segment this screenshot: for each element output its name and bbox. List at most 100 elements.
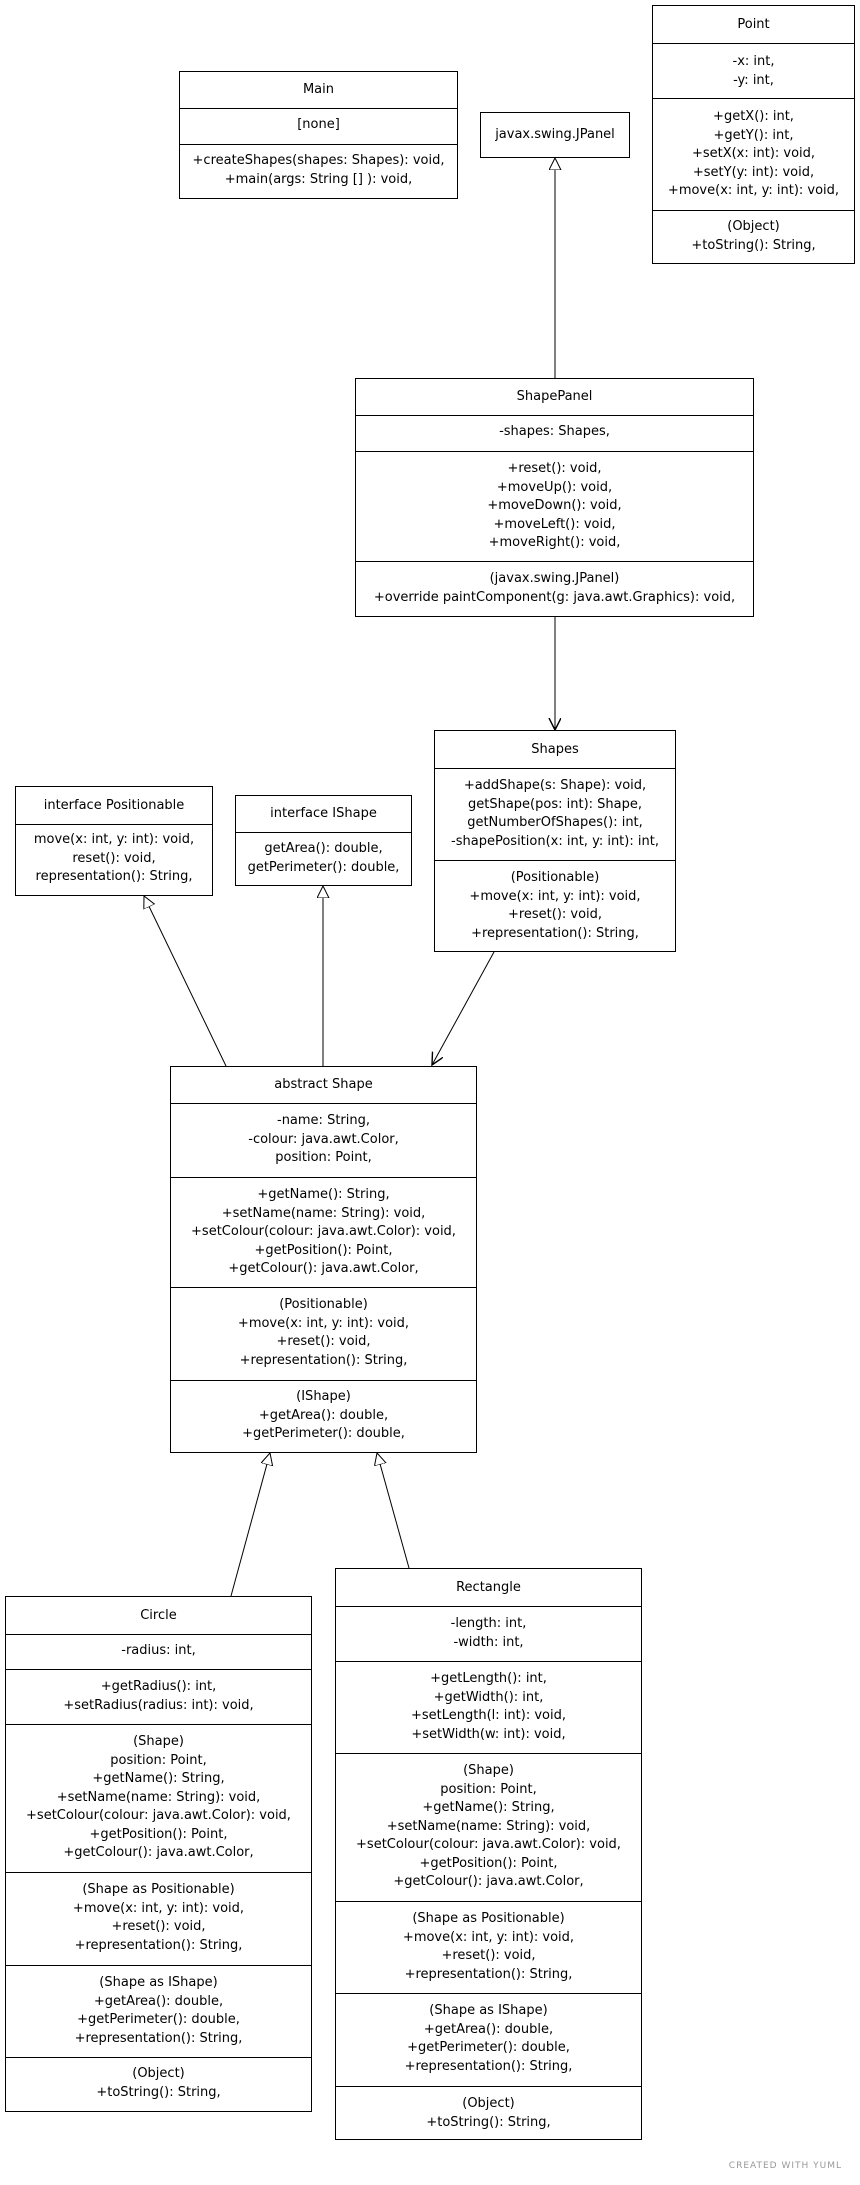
- member-line: -length: int,: [450, 1616, 527, 1631]
- member-line: (javax.swing.JPanel): [489, 571, 620, 586]
- member-line: position: Point,: [440, 1781, 537, 1797]
- yuml-credit: CREATED WITH YUML: [728, 2161, 842, 2171]
- member-line: [none]: [297, 117, 340, 132]
- class-name: Rectangle: [456, 1580, 521, 1595]
- as-ishape-section: (Shape as IShape) +getArea(): double, +get…: [336, 1993, 641, 2086]
- member-line: representation(): String,: [35, 869, 193, 884]
- member-line: +createShapes(shapes: Shapes): void,: [192, 153, 445, 168]
- member-line: +move(x: int, y: int): void,: [402, 1929, 575, 1945]
- member-line: +representation(): String,: [74, 2030, 243, 2046]
- member-line: (Positionable): [510, 870, 600, 885]
- member-line: +setName(name: String): void,: [386, 1818, 591, 1834]
- member-line: +getRadius(): int,: [100, 1679, 217, 1694]
- as-ishape-section: (Shape as IShape)+getArea(): double,+get…: [6, 1965, 311, 2057]
- member-line: +setY(y: int): void,: [692, 164, 815, 180]
- shape-section: (Shape)position: Point,+getName(): Strin…: [6, 1724, 311, 1872]
- member-line: -x: int,: [732, 54, 775, 69]
- class-point: Point -x: int,-y: int, +getX(): int,+get…: [652, 5, 855, 264]
- member-line: (Object): [727, 219, 780, 234]
- class-name: abstract Shape: [274, 1077, 373, 1092]
- member-line: (Shape as Positionable): [82, 1882, 235, 1897]
- member-line: +move(x: int, y: int): void,: [469, 888, 641, 904]
- inheritance-circle-shape: [230, 1453, 270, 1597]
- class-name: interface IShape: [270, 806, 377, 821]
- member-line: -name: String,: [277, 1113, 370, 1128]
- class-shape-panel: ShapePanel -shapes: Shapes, +reset(): vo…: [355, 378, 754, 617]
- object-section: (Object) +toString(): String,: [336, 2086, 641, 2141]
- class-name: Shapes: [531, 742, 579, 757]
- member-line: +reset(): void,: [111, 1919, 206, 1934]
- member-line: +move(x: int, y: int): void,: [667, 183, 840, 198]
- member-line: +getName(): String,: [92, 1771, 225, 1786]
- member-line: -colour: java.awt.Color,: [248, 1131, 399, 1147]
- member-line: position: Point,: [275, 1150, 372, 1165]
- member-line: +moveLeft(): void,: [493, 516, 616, 532]
- member-line: getArea(): double,: [264, 841, 383, 856]
- class-name: interface Positionable: [43, 798, 185, 813]
- inherited-section: (javax.swing.JPanel) +override paintCompo…: [356, 561, 753, 616]
- member-line: +move(x: int, y: int): void,: [237, 1315, 410, 1331]
- member-line: (Shape as IShape): [429, 2003, 548, 2018]
- member-line: +representation(): String,: [471, 925, 639, 941]
- member-line: +setName(name: String): void,: [221, 1205, 426, 1221]
- member-line: move(x: int, y: int): void,: [33, 832, 195, 847]
- methods-section: move(x: int, y: int): void, reset(): void…: [16, 824, 212, 895]
- class-name: javax.swing.JPanel: [495, 127, 615, 142]
- member-line: +toString(): String,: [691, 237, 816, 253]
- member-line: +moveDown(): void,: [487, 498, 622, 513]
- methods-section: +createShapes(shapes: Shapes): void,+mai…: [180, 144, 457, 198]
- member-line: +representation(): String,: [239, 1352, 408, 1368]
- fields-section: -radius: int,: [6, 1634, 311, 1669]
- class-name: ShapePanel: [516, 389, 593, 404]
- realization-shape-positionable: [144, 896, 227, 1067]
- methods-section: +addShape(s: Shape): void,getShape(pos: …: [435, 768, 675, 860]
- member-line: +getWidth(): int,: [433, 1689, 544, 1705]
- member-line: +toString(): String,: [426, 2114, 551, 2130]
- member-line: +setRadius(radius: int): void,: [63, 1697, 254, 1713]
- fields-section: [none]: [180, 108, 457, 144]
- member-line: +getLength(): int,: [430, 1671, 547, 1686]
- member-line: +getX(): int,: [713, 109, 794, 124]
- positionable-section: (Positionable) +move(x: int, y: int): voi…: [435, 860, 675, 951]
- member-line: +addShape(s: Shape): void,: [463, 778, 647, 793]
- class-shapes: Shapes +addShape(s: Shape): void,getShap…: [434, 730, 676, 952]
- fields-section: -x: int, -y: int,: [653, 43, 854, 98]
- class-main: Main [none] +createShapes(shapes: Shapes…: [179, 71, 458, 199]
- class-name: Circle: [140, 1608, 177, 1623]
- member-line: +getName(): String,: [422, 1800, 555, 1815]
- methods-section: +getX(): int,+getY(): int,+setX(x: int):…: [653, 98, 854, 210]
- member-line: getPerimeter(): double,: [247, 859, 400, 875]
- member-line: +getPerimeter(): double,: [77, 2012, 240, 2027]
- member-line: reset(): void,: [72, 850, 156, 866]
- member-line: +reset(): void,: [507, 461, 602, 476]
- member-line: +override paintComponent(g: java.awt.Gra…: [373, 589, 736, 605]
- member-line: -y: int,: [733, 72, 774, 88]
- member-line: (Object): [462, 2096, 515, 2111]
- member-line: (Shape as Positionable): [412, 1911, 565, 1926]
- methods-section: +reset(): void,+moveUp(): void,+moveDown…: [356, 451, 753, 561]
- as-positionable-section: (Shape as Positionable)+move(x: int, y: …: [6, 1872, 311, 1965]
- member-line: (Shape as IShape): [99, 1975, 218, 1990]
- member-line: +moveRight(): void,: [488, 535, 621, 550]
- member-line: +getColour(): java.awt.Color,: [393, 1874, 584, 1889]
- member-line: +getY(): int,: [713, 127, 794, 143]
- positionable-section: (Positionable)+move(x: int, y: int): voi…: [171, 1287, 476, 1380]
- member-line: +getArea(): double,: [423, 2021, 554, 2037]
- member-line: +setColour(colour: java.awt.Color): void…: [26, 1808, 291, 1823]
- association-shapes-shape: [432, 951, 495, 1065]
- inheritance-rectangle-shape: [377, 1453, 410, 1569]
- member-line: +representation(): String,: [74, 1937, 243, 1953]
- member-line: -width: int,: [453, 1634, 524, 1650]
- methods-section: +getRadius(): int, +setRadius(radius: int…: [6, 1669, 311, 1724]
- class-name: Main: [302, 82, 335, 97]
- methods-section: +getLength(): int,+getWidth(): int,+setL…: [336, 1661, 641, 1753]
- methods-section: +getName(): String,+setName(name: String…: [171, 1177, 476, 1287]
- member-line: +reset(): void,: [507, 907, 603, 922]
- member-line: +getColour(): java.awt.Color,: [63, 1845, 254, 1860]
- member-line: position: Point,: [110, 1752, 207, 1768]
- member-line: +getPerimeter(): double,: [407, 2040, 570, 2055]
- member-line: +reset(): void,: [441, 1948, 536, 1963]
- member-line: +getColour(): java.awt.Color,: [228, 1261, 419, 1276]
- member-line: +getPerimeter(): double,: [242, 1426, 405, 1441]
